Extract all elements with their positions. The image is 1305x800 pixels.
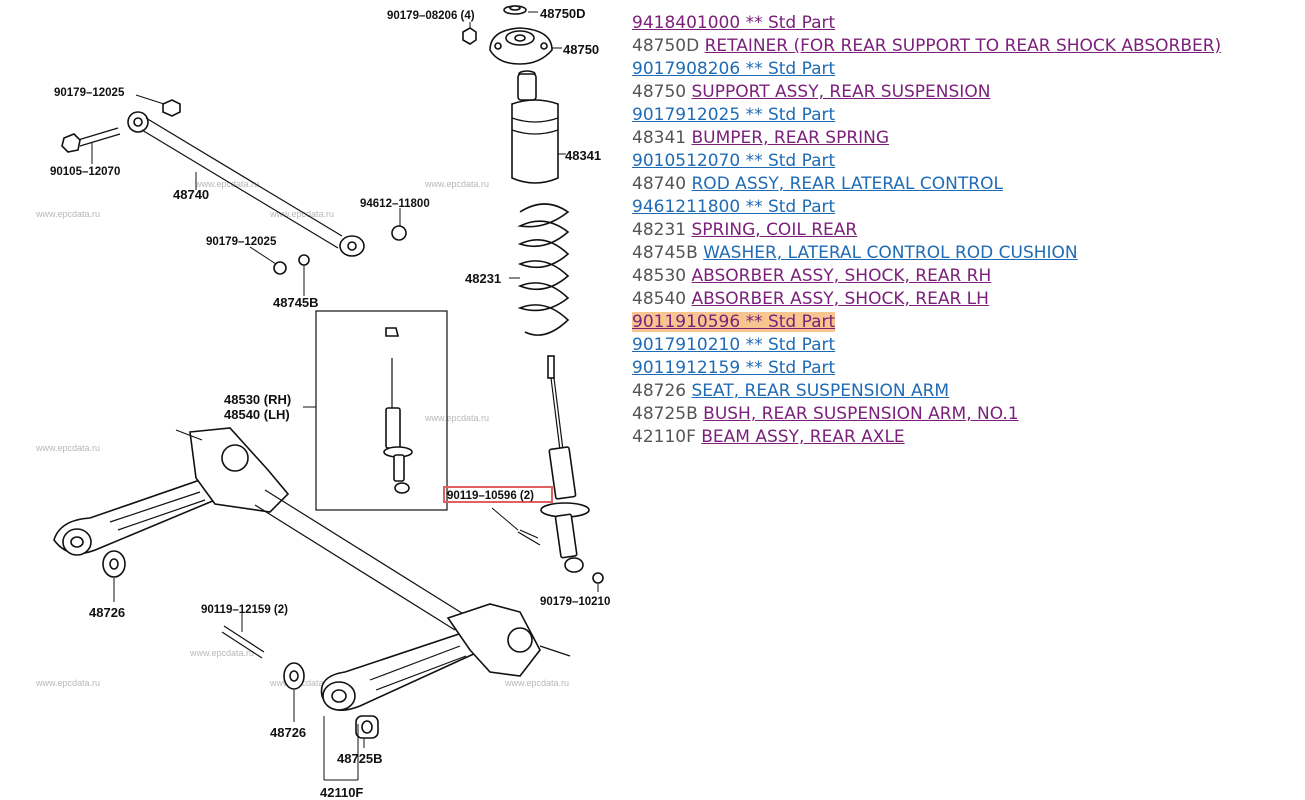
parts-list-row: 48530 ABSORBER ASSY, SHOCK, REAR RH [632, 265, 1292, 288]
label-48745b: 48745B [273, 295, 319, 310]
part-code: 48341 [632, 128, 687, 148]
parts-list-row: 48725B BUSH, REAR SUSPENSION ARM, NO.1 [632, 403, 1292, 426]
part-description-link[interactable]: SPRING, COIL REAR [691, 220, 858, 240]
parts-list-row: 9017912025 ** Std Part [632, 104, 1292, 127]
std-part-link[interactable]: 9017910210 ** Std Part [632, 335, 836, 355]
part-code: 48231 [632, 220, 687, 240]
parts-list-row: 48231 SPRING, COIL REAR [632, 219, 1292, 242]
parts-list-row: 9017910210 ** Std Part [632, 334, 1292, 357]
watermark-text: www.epcdata.ru [504, 678, 569, 688]
part-code: 42110F [632, 427, 696, 447]
part-description-link[interactable]: ABSORBER ASSY, SHOCK, REAR LH [691, 289, 989, 309]
parts-list-row: 48740 ROD ASSY, REAR LATERAL CONTROL [632, 173, 1292, 196]
part-description-link[interactable]: ROD ASSY, REAR LATERAL CONTROL [691, 174, 1003, 194]
parts-list-row: 9011912159 ** Std Part [632, 357, 1292, 380]
label-42110f: 42110F [320, 785, 363, 800]
label-48530: 48530 (RH) [224, 392, 291, 407]
part-description-link[interactable]: RETAINER (FOR REAR SUPPORT TO REAR SHOCK… [704, 36, 1222, 56]
watermark-text: www.epcdata.ru [194, 179, 259, 189]
std-part-link[interactable]: 9010512070 ** Std Part [632, 151, 836, 171]
lateral-rod [61, 94, 407, 296]
part-description-link[interactable]: BEAM ASSY, REAR AXLE [701, 427, 905, 447]
support-assembly [462, 5, 562, 65]
label-90119-12159: 90119–12159 (2) [201, 604, 288, 616]
part-code: 48540 [632, 289, 687, 309]
part-description-link[interactable]: SUPPORT ASSY, REAR SUSPENSION [691, 82, 991, 102]
parts-list-row: 48750 SUPPORT ASSY, REAR SUSPENSION [632, 81, 1292, 104]
watermark-text: www.epcdata.ru [269, 209, 334, 219]
std-part-link[interactable]: 9017908206 ** Std Part [632, 59, 836, 79]
std-part-link[interactable]: 9418401000 ** Std Part [632, 13, 836, 33]
label-90179-12025-top: 90179–12025 [54, 87, 125, 99]
part-code: 48745B [632, 243, 698, 263]
watermark-text: www.epcdata.ru [35, 209, 100, 219]
part-code: 48530 [632, 266, 687, 286]
label-90119-10596: 90119–10596 (2) [447, 490, 534, 502]
parts-list-row: 48726 SEAT, REAR SUSPENSION ARM [632, 380, 1292, 403]
parts-list-row: 48540 ABSORBER ASSY, SHOCK, REAR LH [632, 288, 1292, 311]
watermarks: www.epcdata.ru www.epcdata.ru www.epcdat… [35, 179, 569, 688]
label-48726-bottom: 48726 [270, 725, 306, 740]
parts-list-row: 9461211800 ** Std Part [632, 196, 1292, 219]
parts-list-row: 9011910596 ** Std Part [632, 311, 1292, 334]
parts-diagram: www.epcdata.ru www.epcdata.ru www.epcdat… [35, 5, 610, 800]
diagram-labels: 90179–08206 (4) 48750D 48750 90179–12025… [50, 6, 610, 800]
std-part-link[interactable]: 9011910596 ** Std Part [632, 312, 836, 332]
watermark-text: www.epcdata.ru [35, 678, 100, 688]
label-48341: 48341 [565, 148, 601, 163]
label-48540: 48540 (LH) [224, 407, 290, 422]
part-description-link[interactable]: BUSH, REAR SUSPENSION ARM, NO.1 [703, 404, 1019, 424]
part-description-link[interactable]: SEAT, REAR SUSPENSION ARM [691, 381, 950, 401]
watermark-text: www.epcdata.ru [424, 413, 489, 423]
parts-list-row: 48745B WASHER, LATERAL CONTROL ROD CUSHI… [632, 242, 1292, 265]
part-code: 48726 [632, 381, 687, 401]
callout-highlight [443, 486, 553, 503]
label-90179-12025-mid: 90179–12025 [206, 236, 277, 248]
part-code: 48750D [632, 36, 700, 56]
parts-list-row: 9418401000 ** Std Part [632, 12, 1292, 35]
label-48750: 48750 [563, 42, 599, 57]
label-90105-12070: 90105–12070 [50, 166, 120, 178]
watermark-text: www.epcdata.ru [189, 648, 254, 658]
part-code: 48750 [632, 82, 687, 102]
parts-list-row: 9010512070 ** Std Part [632, 150, 1292, 173]
parts-list-row: 48341 BUMPER, REAR SPRING [632, 127, 1292, 150]
parts-list-row: 9017908206 ** Std Part [632, 58, 1292, 81]
part-description-link[interactable]: BUMPER, REAR SPRING [691, 128, 890, 148]
label-94612-11800: 94612–11800 [360, 198, 430, 210]
std-part-link[interactable]: 9011912159 ** Std Part [632, 358, 836, 378]
label-48740: 48740 [173, 187, 209, 202]
label-48231: 48231 [465, 271, 501, 286]
part-code: 48740 [632, 174, 687, 194]
axle-beam [53, 427, 571, 781]
coil-spring [509, 203, 570, 336]
part-description-link[interactable]: WASHER, LATERAL CONTROL ROD CUSHION [703, 243, 1078, 263]
parts-list-row: 48750D RETAINER (FOR REAR SUPPORT TO REA… [632, 35, 1292, 58]
shock-absorber [491, 355, 604, 592]
watermark-text: www.epcdata.ru [424, 179, 489, 189]
shock-inset-box [303, 310, 448, 511]
label-48750d: 48750D [540, 6, 586, 21]
parts-list-row: 42110F BEAM ASSY, REAR AXLE [632, 426, 1292, 449]
watermark-text: www.epcdata.ru [35, 443, 100, 453]
part-code: 48725B [632, 404, 698, 424]
label-48726-left: 48726 [89, 605, 125, 620]
part-description-link[interactable]: ABSORBER ASSY, SHOCK, REAR RH [691, 266, 992, 286]
std-part-link[interactable]: 9017912025 ** Std Part [632, 105, 836, 125]
label-90179-08206: 90179–08206 (4) [387, 10, 475, 22]
label-48725b: 48725B [337, 751, 383, 766]
bumper [511, 70, 566, 184]
label-90179-10210: 90179–10210 [540, 596, 610, 608]
std-part-link[interactable]: 9461211800 ** Std Part [632, 197, 836, 217]
